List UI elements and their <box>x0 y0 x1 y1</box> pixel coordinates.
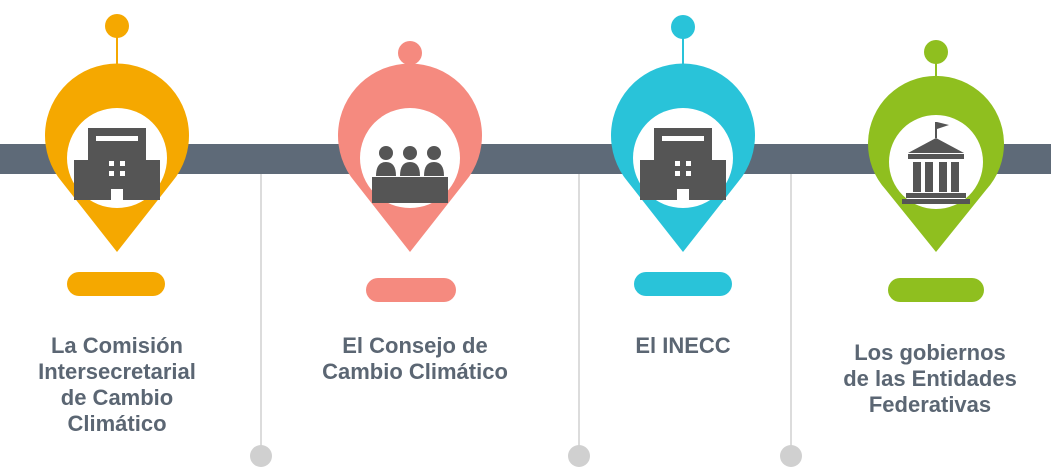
label-bar <box>366 278 456 302</box>
label-line: El INECC <box>635 333 731 358</box>
connector-2 <box>568 174 590 467</box>
label-line: La Comisión <box>50 333 183 358</box>
office-building-icon <box>640 128 726 200</box>
label-consejo: El Consejo de Cambio Climático <box>300 333 530 385</box>
label-comision: La Comisión Intersecretarial de Cambio C… <box>2 333 232 437</box>
label-line: Cambio Climático <box>322 359 508 384</box>
label-line: de las Entidades <box>843 366 1017 391</box>
meeting-people-icon <box>372 146 448 203</box>
marker-top-dot <box>398 41 422 65</box>
marker-top-dot <box>105 14 129 38</box>
marker-inecc <box>611 15 755 296</box>
label-line: Federativas <box>868 392 992 417</box>
marker-comision <box>44 14 189 296</box>
connector-1 <box>250 174 272 467</box>
connector-3 <box>780 174 802 467</box>
office-building-icon <box>74 128 160 200</box>
marker-entidades <box>868 40 1005 302</box>
marker-top-dot <box>924 40 948 64</box>
label-bar <box>634 272 732 296</box>
label-line: de Cambio <box>60 385 174 410</box>
government-building-icon <box>902 122 970 204</box>
label-line: Intersecretarial <box>38 359 196 384</box>
label-line: Los gobiernos <box>854 340 1006 365</box>
label-bar <box>67 272 165 296</box>
label-line: El Consejo de <box>342 333 488 358</box>
label-inecc: El INECC <box>593 333 773 359</box>
marker-consejo <box>338 41 482 302</box>
label-bar <box>888 278 984 302</box>
label-entidades: Los gobiernos de las Entidades Federativ… <box>813 340 1047 418</box>
marker-top-dot <box>671 15 695 39</box>
label-line: Climático <box>67 411 167 436</box>
